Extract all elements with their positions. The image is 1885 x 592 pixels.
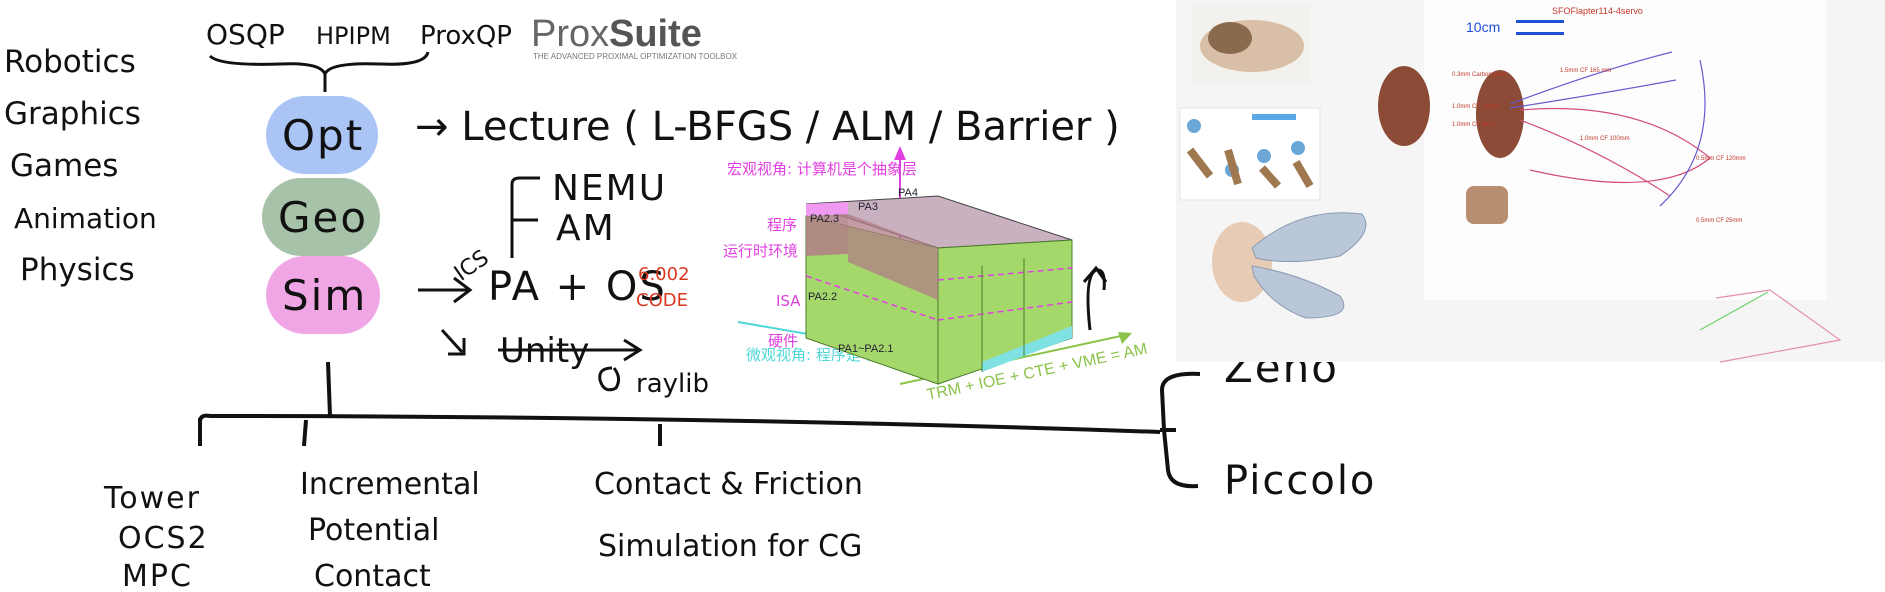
lecture-text: → Lecture ( L-BFGS / ALM / Barrier ) bbox=[415, 104, 1120, 150]
blob-opt: Opt bbox=[266, 96, 378, 174]
blueprint-note-6: 0.5mm CF 120mm bbox=[1696, 156, 1746, 162]
code-note-line2: CODE bbox=[636, 290, 688, 311]
robot-head-photos bbox=[1378, 66, 1524, 224]
field-graphics: Graphics bbox=[4, 96, 141, 132]
blob-geo-shape bbox=[262, 178, 380, 256]
diagram-inner-block1 bbox=[806, 214, 848, 256]
wing-upper bbox=[1251, 212, 1367, 263]
diagram-right-arrow bbox=[1118, 332, 1132, 344]
branch-tower-line2: OCS2 bbox=[118, 521, 209, 556]
bottom-tree bbox=[198, 361, 1201, 489]
branch-contact-line1: Contact & Friction bbox=[594, 467, 863, 502]
blob-sim-shape bbox=[266, 256, 380, 334]
sim-down-arrow bbox=[440, 328, 466, 356]
proxsuite-logo: Prox Suite THE ADVANCED PROXIMAL OPTIMIZ… bbox=[531, 13, 738, 61]
robot-head-1 bbox=[1378, 66, 1430, 146]
branch-ipc: Incremental Potential Contact bbox=[300, 467, 480, 592]
layer-runtime: 运行时环境 bbox=[723, 242, 798, 260]
blob-geo: Geo bbox=[262, 178, 380, 256]
blob-sim: Sim bbox=[266, 256, 380, 334]
diagram-hand-arrowhead bbox=[1082, 265, 1108, 283]
blueprint-note-4: 1.0mm CF 8mm bbox=[1452, 122, 1495, 128]
branch-ipc-line3: Contact bbox=[314, 559, 431, 592]
robot-small bbox=[1466, 186, 1508, 224]
branch-tower: Tower OCS2 MPC bbox=[103, 481, 209, 592]
branch-contact-line2: Simulation for CG bbox=[598, 529, 862, 564]
blueprint-scale: 10cm bbox=[1466, 19, 1500, 35]
bird-head bbox=[1208, 22, 1252, 54]
tree-stem bbox=[326, 361, 332, 417]
diagram-top-pa23 bbox=[806, 202, 848, 216]
item-piccolo: Piccolo bbox=[1224, 458, 1376, 504]
bird-robot-photo bbox=[1192, 4, 1310, 84]
branch-ipc-line1: Incremental bbox=[300, 467, 480, 502]
raylib-label: raylib bbox=[636, 369, 709, 399]
lib-hpipm: HPIPM bbox=[316, 22, 391, 50]
wing-lower bbox=[1251, 265, 1345, 319]
field-animation: Animation bbox=[14, 202, 157, 235]
blueprint-note-2: 1.5mm CF 165 mm bbox=[1560, 68, 1611, 74]
proxsuite-tagline: THE ADVANCED PROXIMAL OPTIMIZATION TOOLB… bbox=[533, 52, 738, 61]
blueprint-note-3: 1.0mm CF 12mm bbox=[1452, 104, 1498, 110]
tree-leg-2 bbox=[302, 419, 308, 447]
layer-isa: ISA bbox=[776, 292, 801, 310]
blueprint-note-1: 0.3mm Carbon plate bbox=[1452, 72, 1507, 78]
photo-collage: 10cm SFOFlapter114-4servo 0.3mm Carbon p… bbox=[1176, 0, 1885, 363]
blueprint-panel bbox=[1424, 0, 1826, 300]
proxsuite-prefix: Prox bbox=[531, 13, 609, 55]
proxsuite-suffix: Suite bbox=[609, 13, 702, 55]
field-games: Games bbox=[10, 148, 118, 184]
raylib-bullet bbox=[598, 366, 621, 392]
diagram-dash-1 bbox=[805, 275, 939, 321]
field-robotics: Robotics bbox=[4, 44, 136, 80]
wing-photo-head bbox=[1212, 222, 1272, 302]
nemu-am-brace bbox=[510, 176, 540, 258]
robot-head-2 bbox=[1476, 70, 1524, 158]
branch-contact: Contact & Friction Simulation for CG bbox=[594, 467, 863, 564]
diagram-hand-arrow bbox=[1086, 268, 1106, 331]
field-physics: Physics bbox=[20, 252, 135, 288]
library-labels: OSQP HPIPM ProxQP bbox=[206, 18, 512, 51]
blueprint-note-5: 1.0mm CF 100mm bbox=[1580, 136, 1630, 142]
blob-opt-shape bbox=[266, 96, 378, 174]
tag-pa23: PA2.3 bbox=[810, 213, 839, 225]
nemu-label: NEMU bbox=[552, 168, 667, 209]
layer-hardware: 硬件 bbox=[768, 332, 798, 350]
lib-osqp: OSQP bbox=[206, 18, 285, 51]
diagram-v-arrow bbox=[894, 146, 906, 160]
blob-sim-label: Sim bbox=[282, 271, 367, 320]
tag-pa22: PA2.2 bbox=[808, 291, 837, 303]
branch-tower-line3: MPC bbox=[122, 559, 193, 592]
diagram-dash-2 bbox=[937, 301, 1073, 321]
blueprint-title: SFOFlapter114-4servo bbox=[1552, 6, 1643, 16]
diagram-inner-block2 bbox=[848, 214, 938, 300]
diagram-cyan-strip bbox=[982, 326, 1072, 372]
lib-proxqp: ProxQP bbox=[420, 21, 512, 51]
branch-tower-line1: Tower bbox=[103, 481, 201, 516]
libs-brace bbox=[208, 51, 430, 78]
sim-right-arrow bbox=[418, 276, 473, 304]
am-label: AM bbox=[556, 208, 616, 249]
tag-pa4: PA4 bbox=[898, 187, 918, 199]
abstraction-diagram: 宏观视角: 计算机是个抽象层 程序 运行时环境 ISA 硬件 微观视角: 程序是… bbox=[723, 146, 1149, 404]
field-list: Robotics Graphics Games Animation Physic… bbox=[4, 44, 157, 288]
diagram-dash-3 bbox=[937, 267, 1073, 281]
motion-sequence-photo bbox=[1179, 107, 1321, 201]
layer-program: 程序 bbox=[767, 216, 797, 234]
unity-strike-arrow bbox=[498, 338, 643, 362]
diagram-top-label: 宏观视角: 计算机是个抽象层 bbox=[727, 160, 917, 178]
tree-bar bbox=[198, 413, 1161, 434]
blueprint-note-7: 0.5mm CF 25mm bbox=[1696, 218, 1742, 224]
pa-os-label: PA + OS bbox=[488, 264, 667, 310]
blob-geo-label: Geo bbox=[278, 193, 368, 242]
blob-opt-label: Opt bbox=[282, 111, 364, 160]
branch-ipc-line2: Potential bbox=[308, 513, 439, 548]
wing-photo bbox=[1212, 212, 1367, 319]
tag-pa1: PA1~PA2.1 bbox=[838, 343, 894, 355]
tag-pa3: PA3 bbox=[858, 201, 878, 213]
code-note-line1: 6.002 bbox=[638, 264, 690, 285]
